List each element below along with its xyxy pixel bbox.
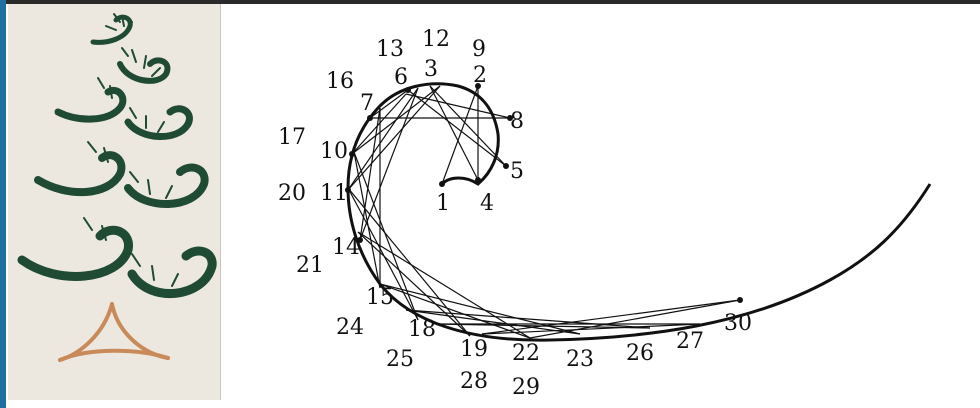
label-2: 2 — [473, 63, 487, 88]
label-24: 24 — [336, 315, 364, 340]
label-15: 15 — [366, 285, 394, 310]
label-29: 29 — [512, 375, 540, 400]
label-16: 16 — [326, 69, 354, 94]
label-26: 26 — [626, 341, 654, 366]
label-28: 28 — [460, 369, 488, 394]
label-27: 27 — [676, 329, 704, 354]
label-3: 3 — [424, 57, 438, 82]
label-4: 4 — [480, 191, 494, 216]
label-5: 5 — [510, 159, 524, 184]
label-19: 19 — [460, 337, 488, 362]
label-25: 25 — [386, 347, 414, 372]
label-17: 17 — [278, 125, 306, 150]
label-12: 12 — [422, 27, 450, 52]
label-7: 7 — [360, 91, 374, 116]
label-1: 1 — [436, 191, 450, 216]
tree-illustration-panel — [8, 4, 221, 400]
label-13: 13 — [376, 37, 404, 62]
nail-points — [345, 83, 743, 303]
label-30: 30 — [724, 311, 752, 336]
thread-lines — [348, 86, 740, 338]
label-22: 22 — [512, 341, 540, 366]
label-18: 18 — [408, 317, 436, 342]
label-23: 23 — [566, 347, 594, 372]
label-8: 8 — [510, 109, 524, 134]
label-11: 11 — [320, 181, 348, 206]
label-20: 20 — [278, 181, 306, 206]
label-21: 21 — [296, 253, 324, 278]
window-border — [0, 0, 6, 408]
string-art-tree-icon — [8, 4, 220, 400]
label-10: 10 — [320, 139, 348, 164]
label-9: 9 — [472, 37, 486, 62]
label-14: 14 — [332, 235, 360, 260]
spiral-string-art-diagram: 1 2 3 4 5 6 7 8 9 10 11 12 13 14 15 16 1… — [230, 4, 970, 404]
label-6: 6 — [394, 65, 408, 90]
